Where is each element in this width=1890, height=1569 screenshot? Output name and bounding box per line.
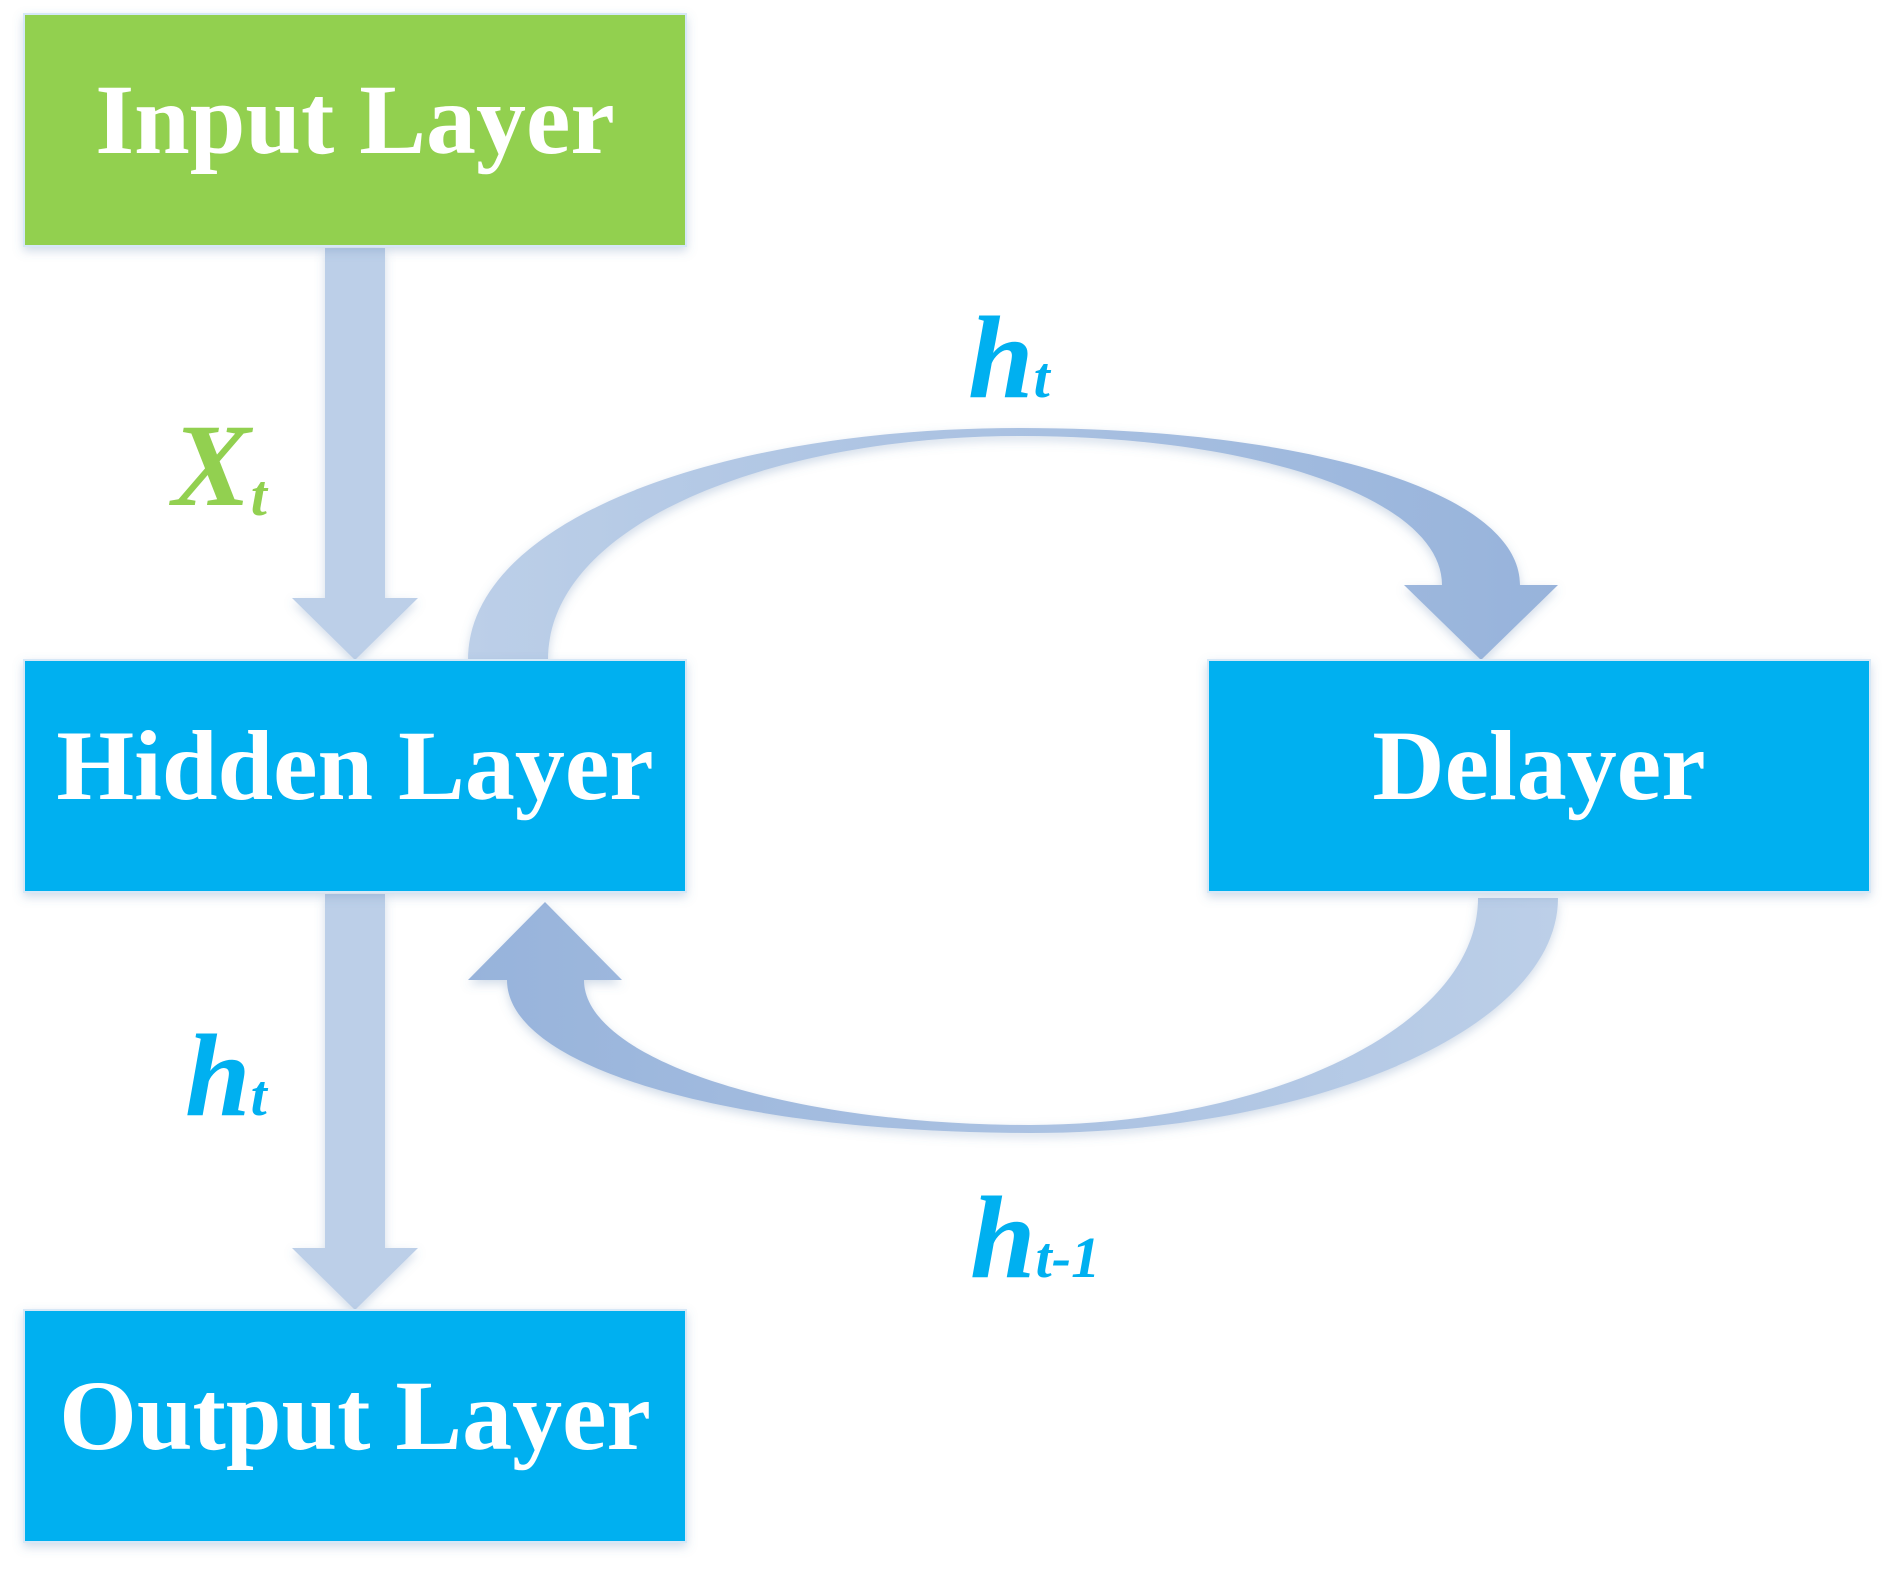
output-layer-node: Output Layer [23, 1309, 687, 1543]
delayer-box [1207, 659, 1871, 893]
label-xt-base: X [169, 400, 254, 531]
input-layer-label: Input Layer [95, 64, 615, 175]
hidden-layer-node: Hidden Layer [23, 659, 687, 893]
label-ht-minus-1-sub: t-1 [1036, 1225, 1100, 1290]
label-ht-top: ht [968, 292, 1052, 423]
label-ht-minus-1-base: h [970, 1172, 1036, 1303]
input-layer-node: Input Layer [23, 13, 687, 247]
label-ht-left-base: h [185, 1010, 251, 1141]
hidden-layer-label: Hidden Layer [56, 710, 653, 821]
label-xt-sub: t [251, 463, 269, 528]
label-ht-top-sub: t [1034, 345, 1052, 410]
label-xt: Xt [169, 400, 269, 531]
arrow-input-to-hidden [292, 248, 418, 660]
output-layer-label: Output Layer [59, 1360, 651, 1471]
delayer-label: Delayer [1372, 710, 1705, 821]
label-ht-minus-1: ht-1 [970, 1172, 1100, 1303]
input-layer-box [23, 13, 687, 247]
arrow-delayer-to-hidden [468, 898, 1558, 1133]
label-ht-top-base: h [968, 292, 1034, 423]
label-ht-left-sub: t [251, 1063, 269, 1128]
label-ht-left: ht [185, 1010, 269, 1141]
output-layer-box [23, 1309, 687, 1543]
arrow-hidden-to-output [292, 894, 418, 1310]
delayer-node: Delayer [1207, 659, 1871, 893]
hidden-layer-box [23, 659, 687, 893]
arrow-hidden-to-delayer [468, 428, 1558, 660]
